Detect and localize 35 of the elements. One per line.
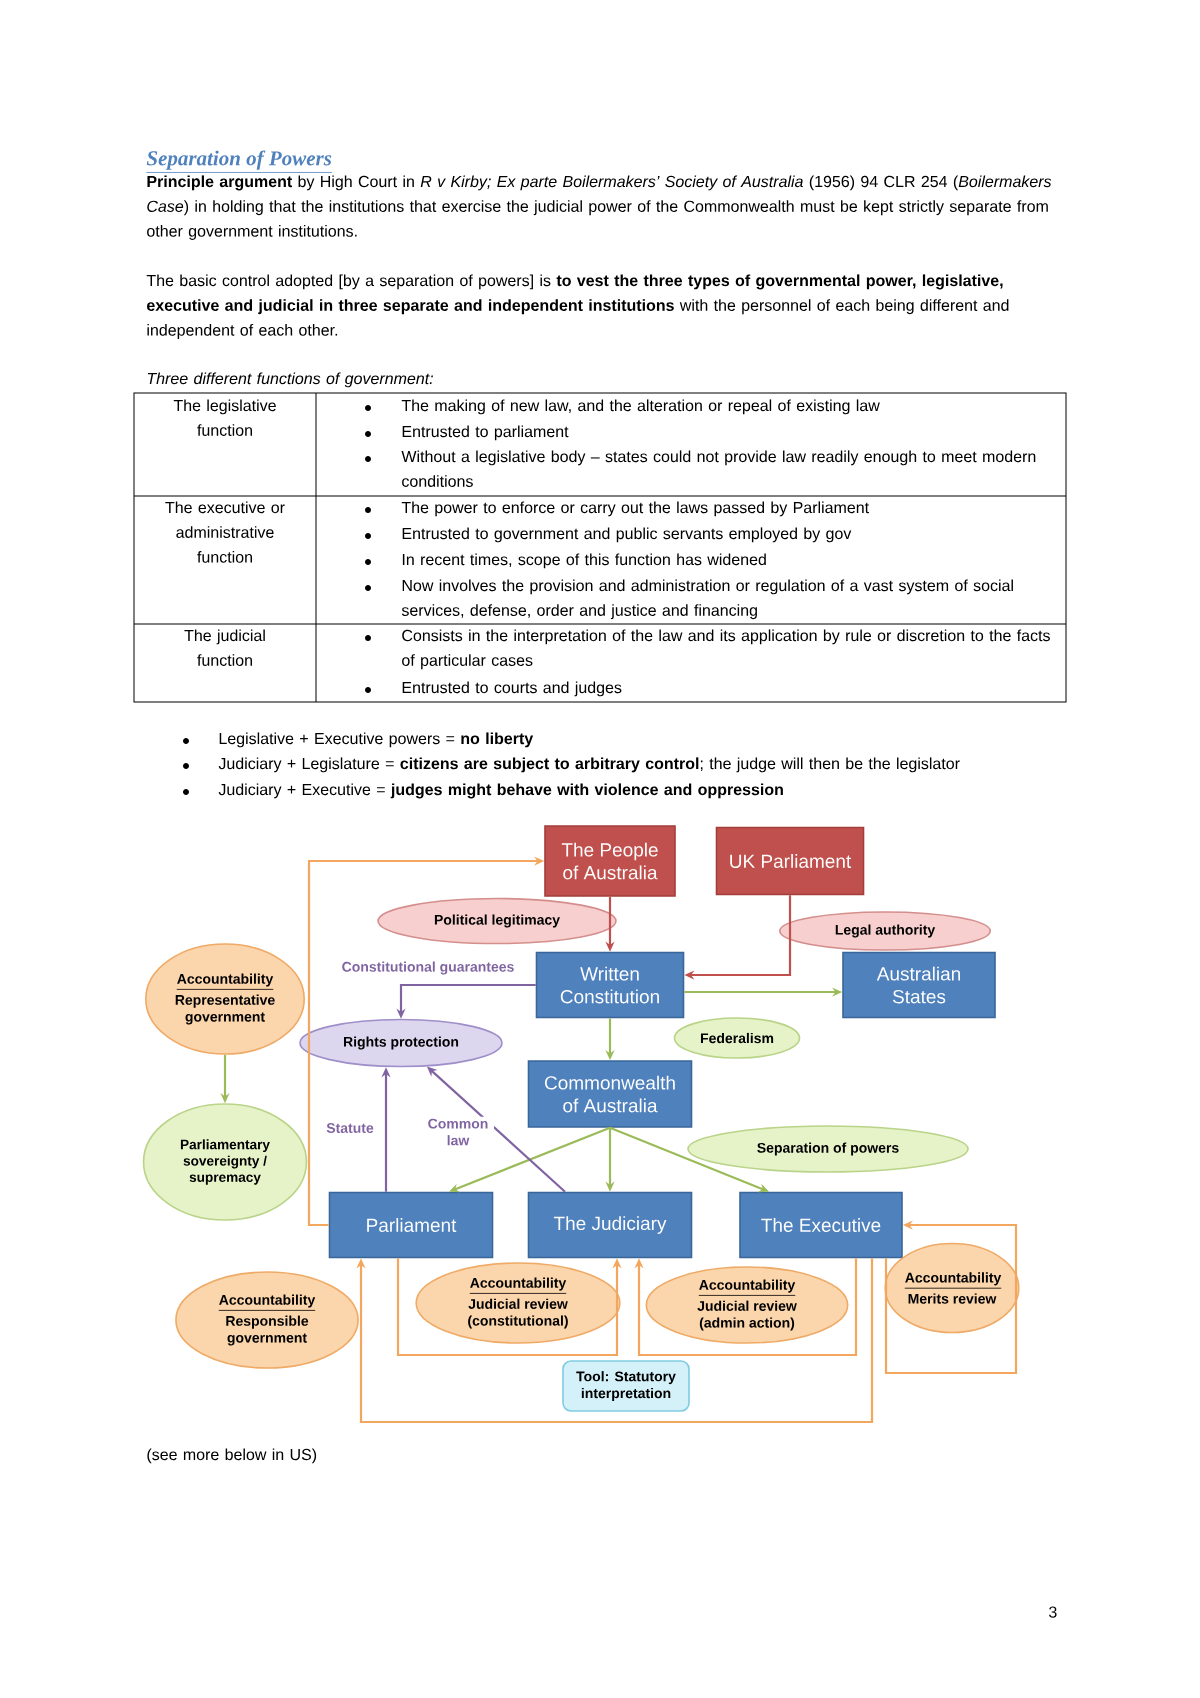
bullet-text: Without a legislative body – states could not provide law readily enough to meet modern conditions [401,450,1036,487]
page-number: 3 [1049,1606,1057,1618]
institution-box: Commonwealth of Australia [527,1060,693,1128]
bullet-text: Legislative + Executive powers = no liberty [219,732,534,748]
institution-box: Written Constitution [535,951,685,1019]
institution-box: The Judiciary [527,1191,693,1259]
edge-label: Constitutional guarantees [339,959,517,977]
bullet-text: Entrusted to parliament [402,425,569,441]
bullet-text: Entrusted to government and public servants employed by gov [402,527,852,543]
bullet-text: Judiciary + Legislature = citizens are subject to arbitrary control; the judge will then be the legislator [218,757,960,773]
bullet-text: Judiciary + Executive = judges might behave with violence and oppression [218,783,783,799]
paragraph: The basic control adopted [by a separation of powers] is to vest the three types of governmental power, legislative, executive and judicial in three separate and independent institutions with the personnel of each being different and independent of each other. [146,274,1009,339]
institution-box: The Executive [739,1191,903,1259]
row-header: The legislative function [173,399,276,436]
bullet-text: In recent times, scope of this function has widened [402,553,766,569]
caption: Three different functions of government: [147,372,433,388]
bullet-text: Entrusted to courts and judges [402,681,622,697]
heading: Separation of Powers [146,150,333,173]
edge-label: Statute [324,1121,376,1135]
arrow [634,1258,858,1357]
institution-box: Australian States [842,951,996,1019]
bullet-text: The power to enforce or carry out the laws passed by Parliament [401,501,869,517]
row-header: The executive or administrative function [165,501,285,563]
paragraph: Principle argument by High Court in R v Kirby; Ex parte Boilermakers’ Society of Australia (1956) 94 CLR 254 (Boilermakers Case) in holding that the institutions that exercise the judicial power of the Commonwealth must be kept strictly separate from other government institutions. [147,175,1052,240]
edge-label: Common law [422,1116,494,1148]
row-header: The judicial function [184,629,265,666]
arrow [356,1258,874,1424]
institution-box: Parliament [328,1191,494,1259]
bullet-text: Consists in the interpretation of the law and its application by rule or discretion to the facts of particular cases [402,629,1050,670]
institution-box: The People of Australia [544,825,676,897]
institution-box: UK Parliament [715,826,865,896]
paragraph: (see more below in US) [147,1448,317,1464]
tool-box: Tool: Statutory interpretation [562,1360,690,1412]
bullet-text: Now involves the provision and administration or regulation of a vast system of social services, defense, order and justice and financing [401,579,1013,620]
bullet-text: The making of new law, and the alteration or repeal of existing law [401,399,880,415]
